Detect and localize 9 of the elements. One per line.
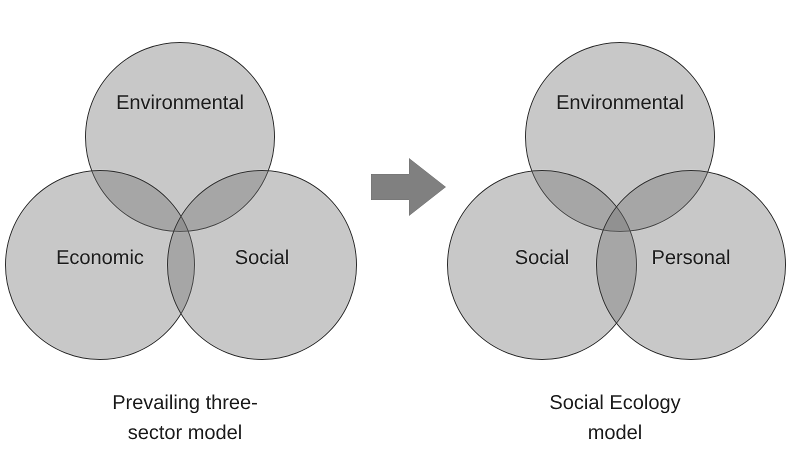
venn-title: Prevailing three-sector model [111,391,259,446]
venn-title: Social Ecology model [548,391,682,446]
circle-label: Environmental [116,91,244,116]
circle-label: Economic [56,246,144,271]
circle-label: Environmental [556,91,684,116]
circle-label: Social [234,246,290,271]
circle-label: Social [514,246,570,271]
block-arrow [371,158,446,216]
circle-label: Personal [652,246,730,271]
